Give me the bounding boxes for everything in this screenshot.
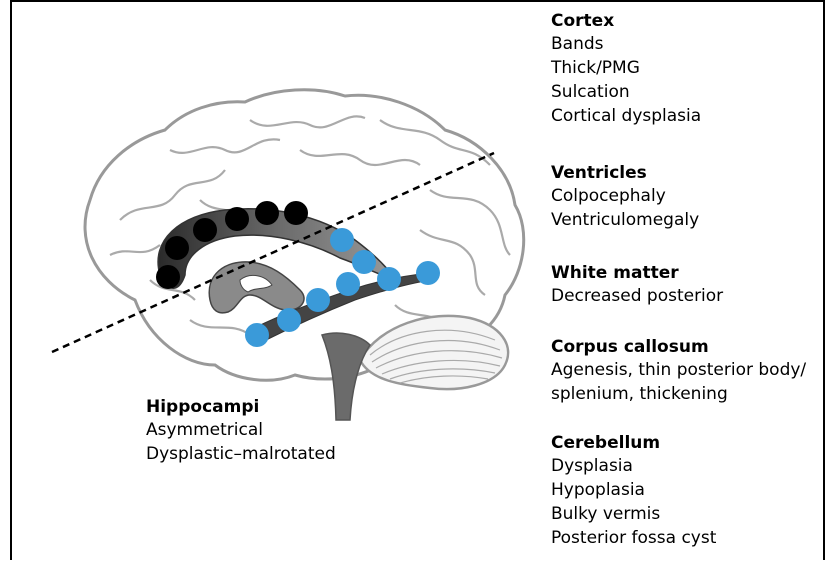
corpus-callosum-item: Agenesis, thin posterior body/ xyxy=(551,358,806,382)
corpus-callosum-group: Corpus callosum Agenesis, thin posterior… xyxy=(551,336,806,406)
white-matter-group: White matter Decreased posterior xyxy=(551,262,723,308)
white-matter-item: Decreased posterior xyxy=(551,284,723,308)
black-dot xyxy=(156,265,180,289)
cerebellum-heading: Cerebellum xyxy=(551,432,716,454)
cortex-item: Thick/PMG xyxy=(551,56,701,80)
black-dot xyxy=(284,201,308,225)
blue-dot xyxy=(306,288,330,312)
hippocampi-item: Dysplastic–malrotated xyxy=(146,442,336,466)
black-dot xyxy=(225,207,249,231)
hippocampi-group: Hippocampi Asymmetrical Dysplastic–malro… xyxy=(146,396,336,466)
hippocampi-item: Asymmetrical xyxy=(146,418,336,442)
black-dot xyxy=(255,201,279,225)
blue-dot xyxy=(330,228,354,252)
blue-dot xyxy=(352,250,376,274)
ventricles-group: Ventricles Colpocephaly Ventriculomegaly xyxy=(551,162,699,232)
cerebellum-item: Hypoplasia xyxy=(551,478,716,502)
cortex-item: Cortical dysplasia xyxy=(551,104,701,128)
blue-dot xyxy=(277,308,301,332)
cerebellum-item: Bulky vermis xyxy=(551,502,716,526)
ventricles-item: Colpocephaly xyxy=(551,184,699,208)
ventricles-item: Ventriculomegaly xyxy=(551,208,699,232)
cortex-item: Bands xyxy=(551,32,701,56)
cerebellum-group: Cerebellum Dysplasia Hypoplasia Bulky ve… xyxy=(551,432,716,550)
blue-dot xyxy=(416,261,440,285)
white-matter-heading: White matter xyxy=(551,262,723,284)
corpus-callosum-item: splenium, thickening xyxy=(551,382,806,406)
blue-dot xyxy=(377,267,401,291)
cortex-item: Sulcation xyxy=(551,80,701,104)
black-dot xyxy=(193,218,217,242)
black-dot xyxy=(165,236,189,260)
corpus-callosum-heading: Corpus callosum xyxy=(551,336,806,358)
ventricles-heading: Ventricles xyxy=(551,162,699,184)
cerebellum-item: Dysplasia xyxy=(551,454,716,478)
cerebellum-item: Posterior fossa cyst xyxy=(551,526,716,550)
blue-dot xyxy=(336,272,360,296)
blue-dot xyxy=(245,323,269,347)
cortex-heading: Cortex xyxy=(551,10,701,32)
cortex-group: Cortex Bands Thick/PMG Sulcation Cortica… xyxy=(551,10,701,128)
hippocampi-heading: Hippocampi xyxy=(146,396,336,418)
